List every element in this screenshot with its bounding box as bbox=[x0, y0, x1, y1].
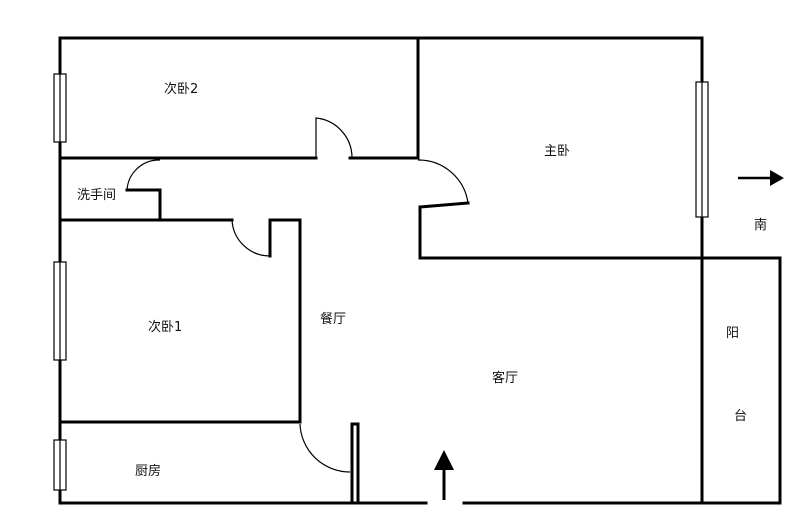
door-kitchen bbox=[299, 423, 351, 473]
balcony-outline bbox=[700, 256, 782, 505]
label-balcony-bottom: 台 bbox=[734, 409, 747, 424]
door-washroom bbox=[126, 159, 161, 191]
label-bedroom1: 次卧1 bbox=[148, 319, 182, 335]
interior-walls bbox=[58, 36, 704, 505]
door-bedroom2 bbox=[315, 117, 353, 159]
arrow-right-icon bbox=[738, 170, 784, 186]
windows bbox=[53, 73, 709, 491]
label-washroom: 洗手间 bbox=[77, 188, 116, 203]
door-bedroom1 bbox=[231, 219, 271, 257]
doors bbox=[126, 117, 469, 473]
label-living: 客厅 bbox=[492, 370, 518, 386]
label-dining: 餐厅 bbox=[320, 311, 346, 327]
door-master-bedroom bbox=[417, 159, 469, 204]
outer-walls bbox=[58, 36, 704, 505]
label-master-bedroom: 主卧 bbox=[544, 144, 570, 159]
arrow-up-icon bbox=[434, 450, 454, 500]
label-balcony-top: 阳 bbox=[726, 326, 739, 341]
label-kitchen: 厨房 bbox=[135, 463, 161, 479]
label-south: 南 bbox=[754, 217, 767, 233]
label-bedroom2: 次卧2 bbox=[164, 81, 198, 97]
